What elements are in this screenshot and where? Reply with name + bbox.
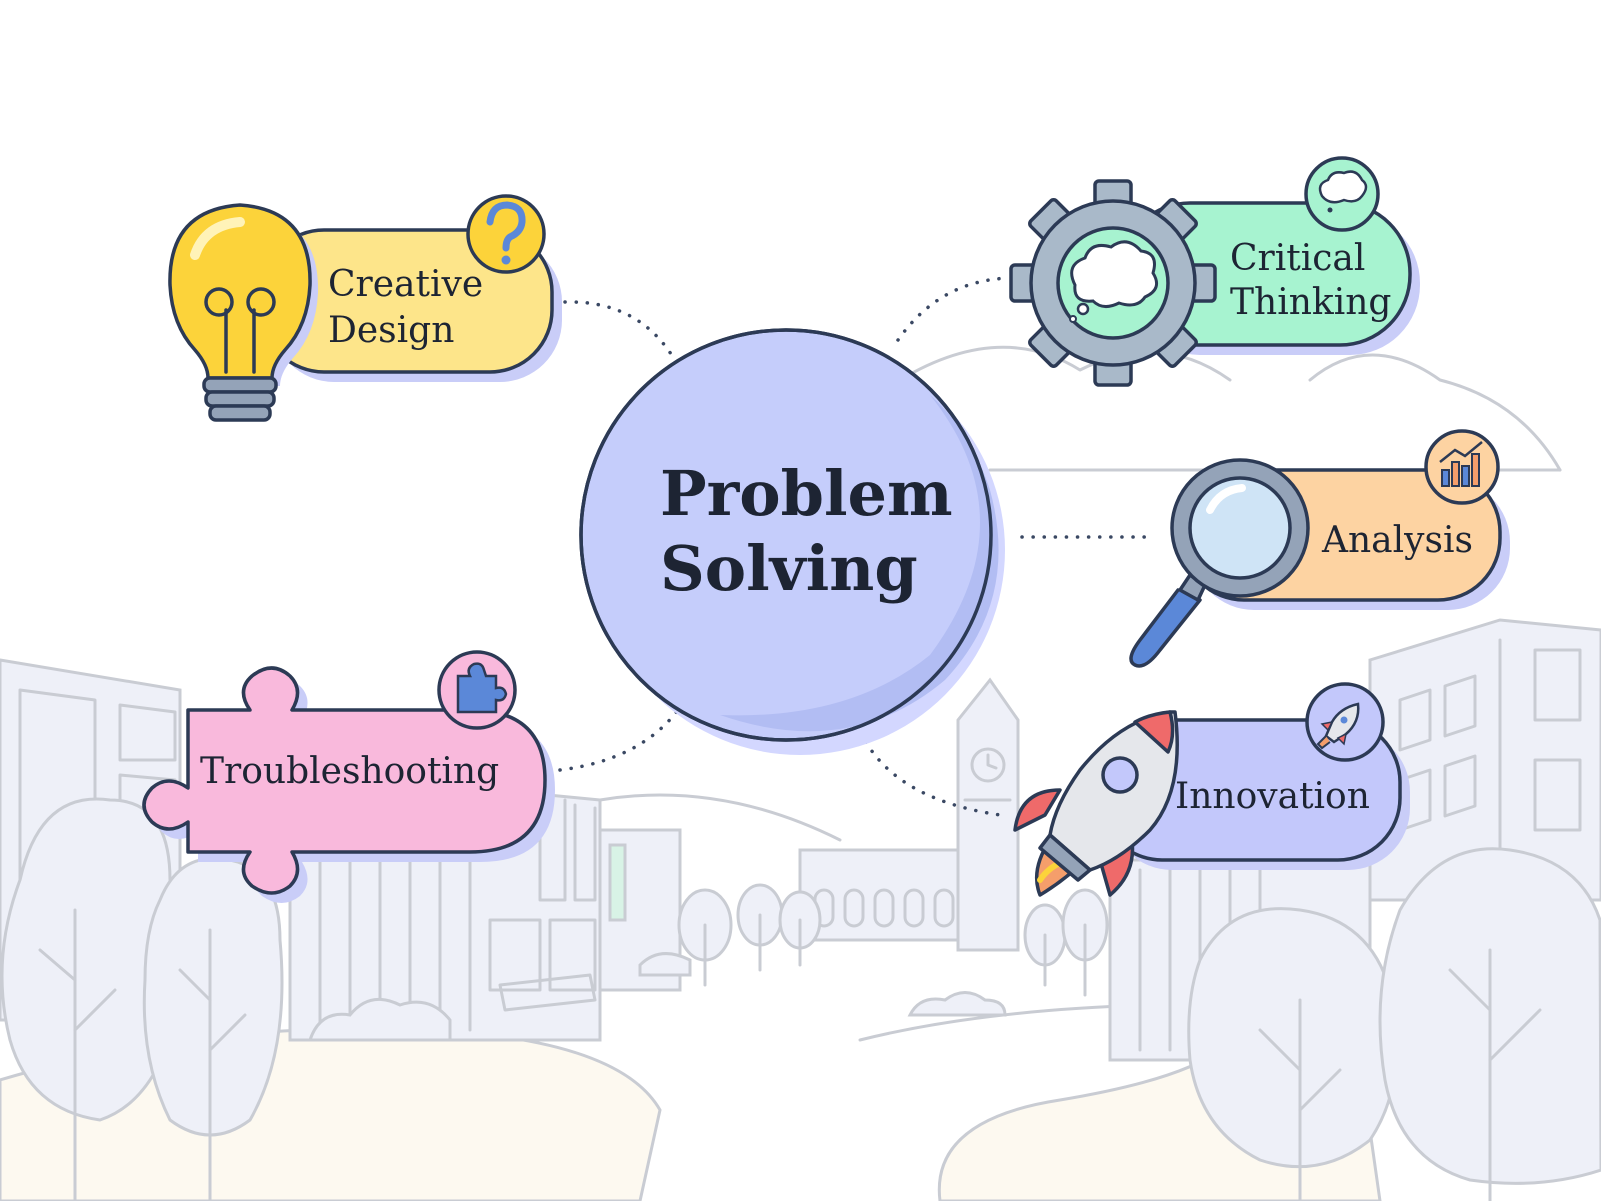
center-title-line1: Problem — [660, 457, 953, 530]
connectors — [558, 276, 1152, 817]
puzzle-icon — [437, 650, 517, 730]
center-node: Problem Solving — [579, 328, 1005, 755]
question-mark-icon — [466, 194, 546, 274]
creative-label-line2: Design — [328, 310, 454, 351]
gear-icon — [1009, 179, 1217, 387]
node-troubleshooting: Troubleshooting — [142, 650, 555, 903]
connector-creative — [563, 300, 678, 364]
lightbulb-icon — [168, 203, 319, 422]
tree-right — [1187, 847, 1601, 1201]
campus-background — [0, 345, 1601, 1201]
node-creative-design: Creative Design — [168, 194, 562, 422]
node-analysis: Analysis — [1129, 429, 1510, 668]
analysis-label: Analysis — [1321, 520, 1473, 561]
node-innovation: Innovation — [1013, 682, 1410, 897]
bar-chart-icon — [1424, 429, 1500, 505]
innovation-label: Innovation — [1175, 776, 1370, 817]
troubleshooting-label: Troubleshooting — [200, 751, 499, 792]
node-critical-thinking: Critical Thinking — [1009, 156, 1420, 387]
puzzle-piece-icon — [142, 666, 547, 895]
thought-bubble-icon — [1304, 156, 1380, 232]
rocket-icon — [1013, 710, 1179, 897]
critical-label-line1: Critical — [1230, 238, 1365, 279]
connector-troubleshooting — [558, 708, 680, 772]
magnifier-icon — [1129, 458, 1310, 668]
rocket-badge-icon — [1305, 682, 1385, 762]
creative-label-line1: Creative — [328, 264, 483, 305]
critical-label-line2: Thinking — [1230, 282, 1391, 323]
center-title-line2: Solving — [660, 532, 918, 605]
connector-critical — [896, 276, 1012, 342]
tree-left — [0, 797, 284, 1201]
